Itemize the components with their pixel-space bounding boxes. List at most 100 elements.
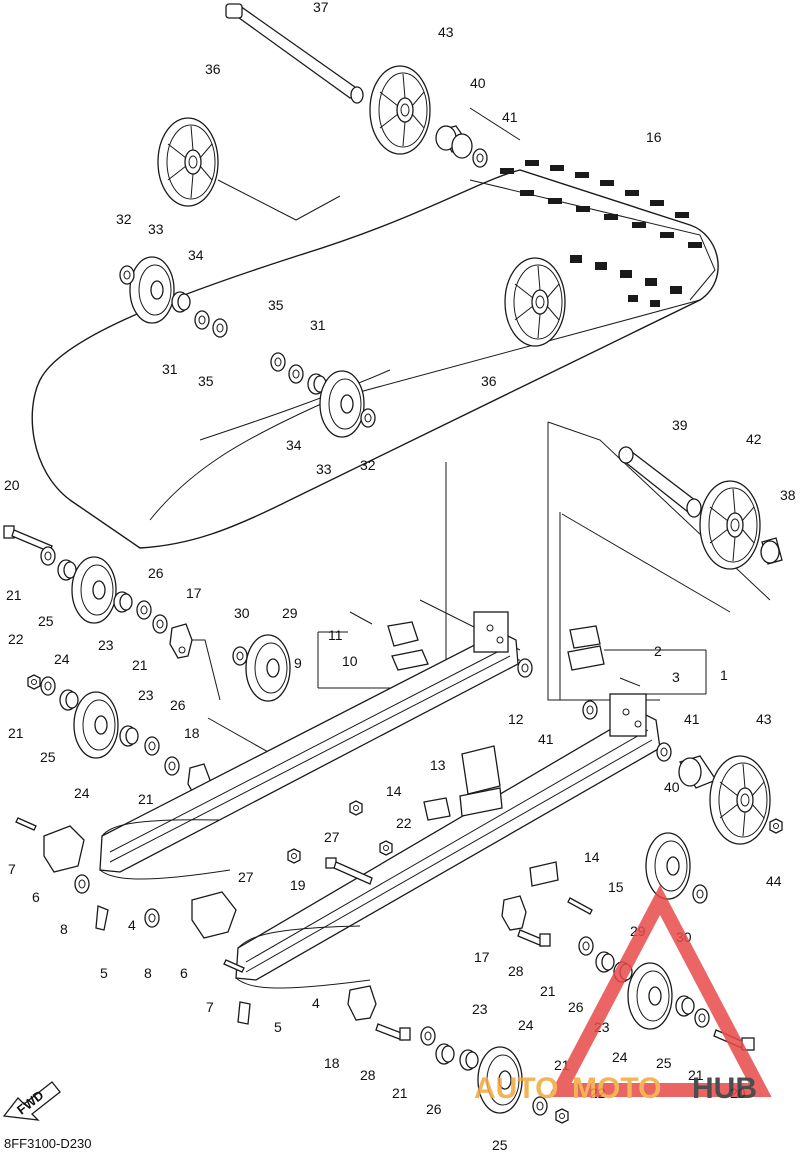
collar-38 xyxy=(760,537,783,565)
rear-axle xyxy=(618,446,702,518)
callout-24-a: 24 xyxy=(54,651,70,667)
washer-31-lower xyxy=(288,364,304,384)
washer-41-top xyxy=(472,148,488,168)
callout-26-c: 26 xyxy=(568,999,584,1015)
callout-33-top: 33 xyxy=(148,221,164,237)
callout-9: 9 xyxy=(294,655,302,671)
washer-8-left xyxy=(74,874,90,894)
callout-4-left: 4 xyxy=(128,917,136,933)
drive-shaft xyxy=(225,3,364,104)
callout-16: 16 xyxy=(646,129,662,145)
callout-24-c: 24 xyxy=(612,1049,628,1065)
callout-34-top: 34 xyxy=(188,247,204,263)
fwd-arrow-icon: FWD xyxy=(2,1081,61,1121)
callout-25-a: 25 xyxy=(38,613,54,629)
watermark-moto: MOTO xyxy=(572,1072,661,1105)
callout-18-top: 18 xyxy=(184,725,200,741)
callout-41-right: 41 xyxy=(684,711,700,727)
callout-8-right: 8 xyxy=(144,965,152,981)
bolt-7-left xyxy=(15,817,37,831)
callout-25-c: 25 xyxy=(656,1055,672,1071)
wheel-24-b xyxy=(73,691,119,759)
callout-21-c: 21 xyxy=(8,725,24,741)
collar-25-c xyxy=(675,995,695,1017)
callout-33-mid: 33 xyxy=(316,461,332,477)
callout-22-b: 22 xyxy=(396,815,412,831)
callout-27-top: 27 xyxy=(324,829,340,845)
callout-11: 11 xyxy=(328,627,343,643)
plate-14-right xyxy=(529,861,559,887)
nut-27-a xyxy=(287,848,301,864)
callout-40-top: 40 xyxy=(470,75,486,91)
bolt-15 xyxy=(567,897,593,915)
bearing-34-upper xyxy=(171,291,191,313)
callout-23-a: 23 xyxy=(98,637,114,653)
clip-set-9 xyxy=(317,611,429,689)
callout-28-right: 28 xyxy=(508,963,524,979)
callout-31-mid: 31 xyxy=(162,361,178,377)
callout-21-a: 21 xyxy=(6,587,22,603)
nut-44 xyxy=(769,818,783,834)
callout-7-left: 7 xyxy=(8,861,16,877)
bracket-18-bottom xyxy=(347,985,377,1021)
washer-32-upper xyxy=(119,265,135,285)
hub-33-upper xyxy=(129,256,175,324)
track-lugs xyxy=(500,160,702,307)
callout-18-bottom: 18 xyxy=(324,1055,340,1071)
callout-14-left: 14 xyxy=(386,783,402,799)
callout-1: 1 xyxy=(720,667,728,683)
callout-36-mid: 36 xyxy=(481,373,497,389)
callout-labels: 37 43 36 40 41 16 32 33 34 35 31 31 35 3… xyxy=(4,0,796,1153)
washer-35-lower xyxy=(270,352,286,372)
washer-21-g xyxy=(420,1026,436,1046)
callout-8-left: 8 xyxy=(60,921,68,937)
washer-26-a xyxy=(136,600,152,620)
collar-23-d xyxy=(459,1049,479,1071)
plate-14-left xyxy=(423,797,451,821)
callout-28-bottom: 28 xyxy=(360,1067,376,1083)
washer-21-d xyxy=(164,756,180,776)
callout-27-left: 27 xyxy=(238,869,254,885)
callout-25-d: 25 xyxy=(492,1137,508,1153)
callout-26-b: 26 xyxy=(170,697,186,713)
callout-17-top: 17 xyxy=(186,585,202,601)
washer-30-top xyxy=(232,646,248,666)
callout-35-mid: 35 xyxy=(198,373,214,389)
watermark: AUTO MOTO HUB xyxy=(474,884,772,1105)
watermark-hub: HUB xyxy=(692,1072,757,1105)
callout-5-right: 5 xyxy=(274,1019,282,1035)
callout-21-d: 21 xyxy=(138,791,154,807)
washer-32-lower xyxy=(360,408,376,428)
callout-37: 37 xyxy=(313,0,329,15)
callout-24-d-top: 24 xyxy=(518,1017,534,1033)
callout-22-a: 22 xyxy=(8,631,24,647)
callout-32-top: 32 xyxy=(116,211,132,227)
callout-43-bottom: 43 xyxy=(756,711,772,727)
callout-35-top: 35 xyxy=(268,297,284,313)
washer-21-e xyxy=(578,936,594,956)
callout-19: 19 xyxy=(290,877,306,893)
idler-wheel-36-left xyxy=(157,117,219,207)
watermark-auto: AUTO xyxy=(474,1072,558,1105)
callout-41-top: 41 xyxy=(502,109,518,125)
callout-44: 44 xyxy=(766,873,782,889)
callout-6-right: 6 xyxy=(180,965,188,981)
callout-21-e: 21 xyxy=(540,983,556,999)
bolt-7-right xyxy=(223,959,245,973)
idler-wheel-42 xyxy=(699,480,761,570)
callout-10: 10 xyxy=(342,653,358,669)
callout-13: 13 xyxy=(430,757,446,773)
callout-6-left: 6 xyxy=(32,889,40,905)
callout-26-a: 26 xyxy=(148,565,164,581)
nut-22-c xyxy=(555,1108,569,1124)
washer-8-right xyxy=(144,908,160,928)
shoe-6-left xyxy=(43,825,85,873)
collar-26-c xyxy=(595,951,615,973)
track-belt xyxy=(31,160,719,549)
stopper-12 xyxy=(459,745,503,817)
washer-41-d xyxy=(656,742,672,762)
washer-21-f xyxy=(694,1008,710,1028)
washer-26-b xyxy=(144,736,160,756)
callout-42: 42 xyxy=(746,431,762,447)
